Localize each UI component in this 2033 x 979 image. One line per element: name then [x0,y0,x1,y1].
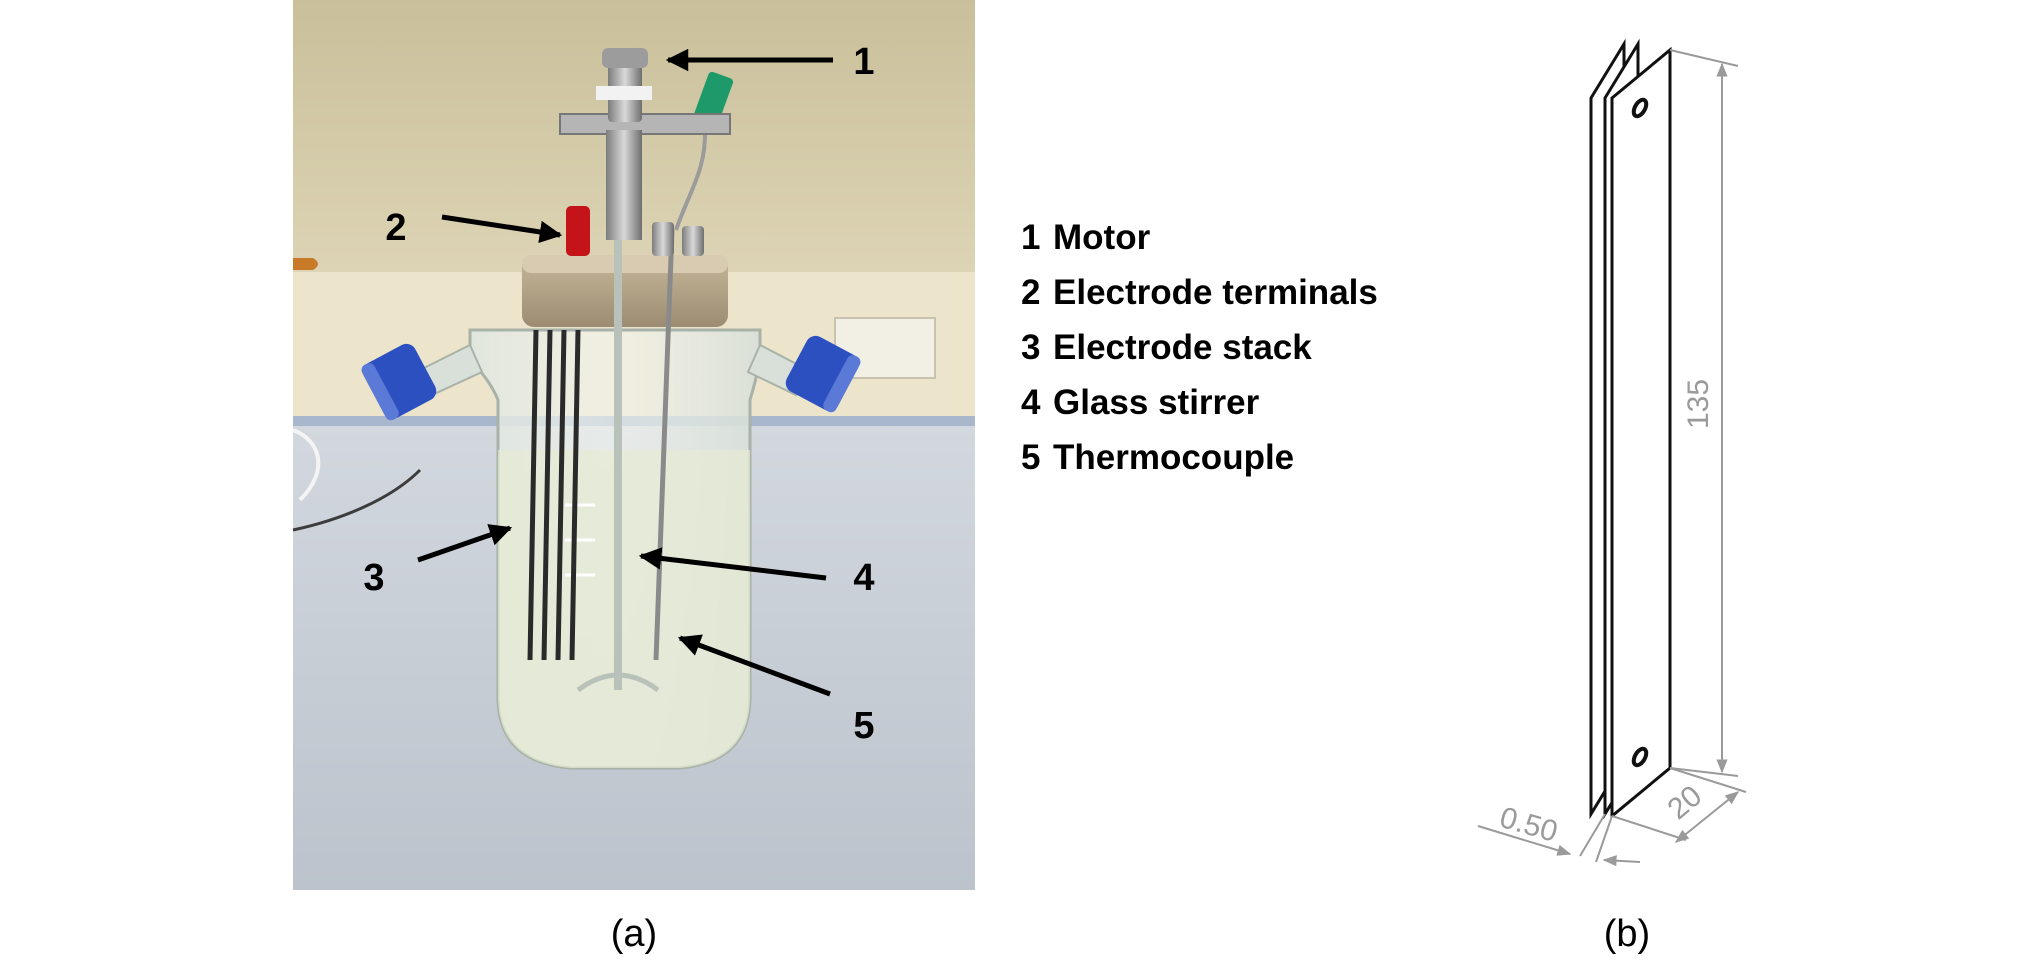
arrow-terminals [441,214,563,244]
dim-width-line [1674,791,1740,843]
dimension-lines [1477,49,1747,867]
callout-3: 3 [363,557,384,599]
motor-white-ring [596,86,652,100]
legend-number: 3 [1021,328,1041,367]
legend-label: Electrode terminals [1053,273,1378,312]
electrode-hole-bottom [1631,746,1649,768]
arrow-thermocouple [677,634,831,697]
metal-terminal-2 [682,226,704,256]
thermocouple-rod [653,229,675,661]
dim-width-label: 20 [1662,779,1709,826]
legend-label: Glass stirrer [1053,383,1260,422]
legend-number: 1 [1021,218,1041,257]
red-terminal [566,206,590,256]
legend-item-thermocouple: 5 Thermocouple [1021,430,1378,485]
callout-1: 1 [853,41,874,83]
graduation-marks [565,503,595,577]
electrode-drawing [1589,38,1672,820]
cable-white [292,428,321,502]
right-blue-cap [785,335,861,413]
arrow-electrode-stack [417,524,513,563]
legend: 1 Motor 2 Electrode terminals 3 Electrode s… [1021,210,1378,485]
legend-label: Thermocouple [1053,438,1295,477]
motor-top [602,48,648,68]
electrode-hole-top [1631,97,1649,119]
callout-arrows [417,48,833,697]
legend-number: 4 [1021,383,1041,422]
dim-thickness-line [1477,825,1572,856]
legend-item-electrode-terminals: 2 Electrode terminals [1021,265,1378,320]
caption-b: (b) [1604,913,1650,955]
motor-bracket [559,113,731,135]
electrode-plate-face [1610,46,1672,820]
cable [292,468,422,532]
electrode-stack [527,329,581,661]
orange-object [293,258,318,270]
legend-item-glass-stirrer: 4 Glass stirrer [1021,375,1378,430]
legend-label: Motor [1053,218,1151,257]
thermocouple-wire [674,129,708,231]
legend-item-motor: 1 Motor [1021,210,1378,265]
dim-thickness-label: 0.50 [1496,801,1561,849]
callout-4: 4 [853,557,874,599]
motor-shaft-housing [606,130,642,240]
left-blue-cap [361,343,437,421]
glass-stirrer [576,240,660,693]
arrow-glass-stirrer [638,547,827,581]
dim-height-label: 135 [1682,379,1715,429]
metal-terminal [652,222,674,256]
reactor-photo [292,0,975,890]
legend-number: 5 [1021,438,1041,477]
caption-a: (a) [611,913,657,955]
vessel-lid-top [522,255,728,273]
legend-number: 2 [1021,273,1041,312]
callout-5: 5 [853,705,874,747]
legend-item-electrode-stack: 3 Electrode stack [1021,320,1378,375]
callout-2: 2 [385,207,406,249]
legend-label: Electrode stack [1053,328,1312,367]
liquid [498,450,750,768]
